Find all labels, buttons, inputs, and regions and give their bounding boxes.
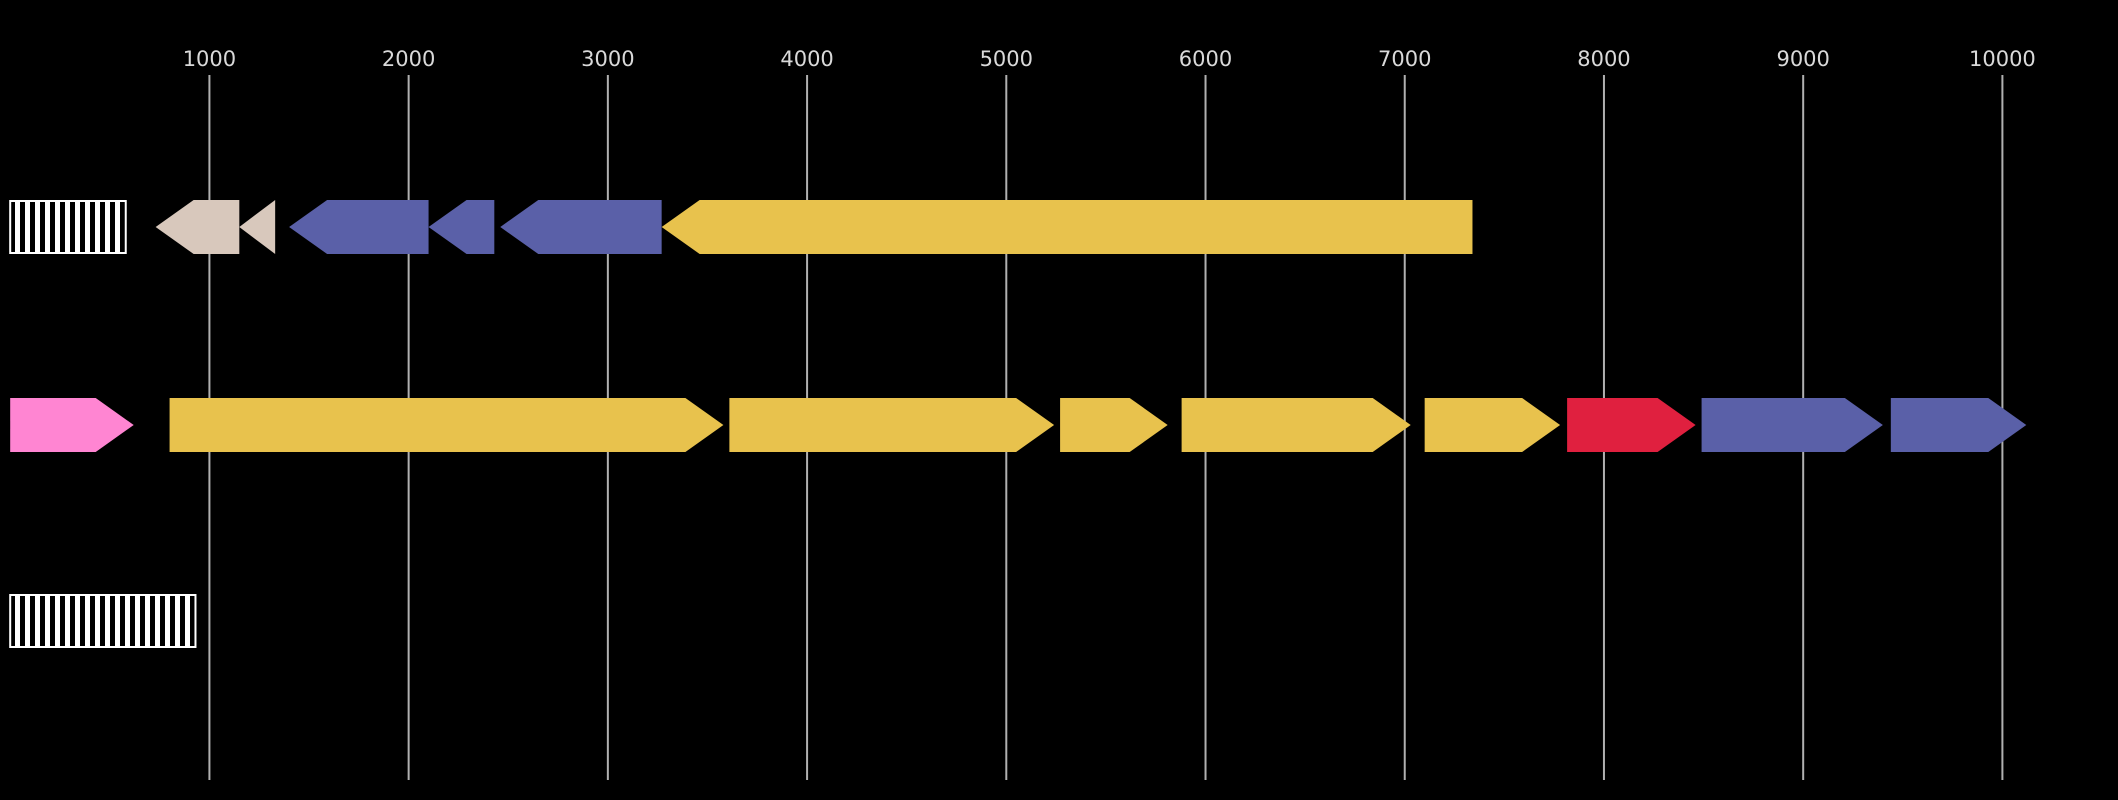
hatched-region xyxy=(9,200,127,254)
axis-tick-label: 1000 xyxy=(183,47,236,71)
axis-tick-label: 7000 xyxy=(1378,47,1431,71)
gene-arrow xyxy=(239,200,276,254)
gene-arrow xyxy=(428,200,495,254)
gene-arrow xyxy=(500,200,662,254)
gene-arrow xyxy=(1424,398,1561,452)
axis-tick-label: 6000 xyxy=(1179,47,1232,71)
gene-arrow xyxy=(1701,398,1883,452)
hatched-region xyxy=(9,594,197,648)
axis-tick-label: 8000 xyxy=(1577,47,1630,71)
axis-tick-label: 2000 xyxy=(382,47,435,71)
gene-arrow xyxy=(155,200,240,254)
gene-arrow xyxy=(729,398,1055,452)
axis-tick-label: 10000 xyxy=(1969,47,2036,71)
axis-tick-label: 3000 xyxy=(581,47,634,71)
gene-arrow xyxy=(289,200,429,254)
axis-tick-label: 5000 xyxy=(980,47,1033,71)
gene-arrow xyxy=(169,398,724,452)
axis-tick-label: 4000 xyxy=(780,47,833,71)
gene-arrow xyxy=(10,398,134,452)
gene-arrow xyxy=(1060,398,1168,452)
gene-arrow xyxy=(1181,398,1411,452)
axis-tick-label: 9000 xyxy=(1776,47,1829,71)
gene-arrow xyxy=(1567,398,1696,452)
gene-arrow xyxy=(661,200,1473,254)
gene-arrow xyxy=(1890,398,2027,452)
